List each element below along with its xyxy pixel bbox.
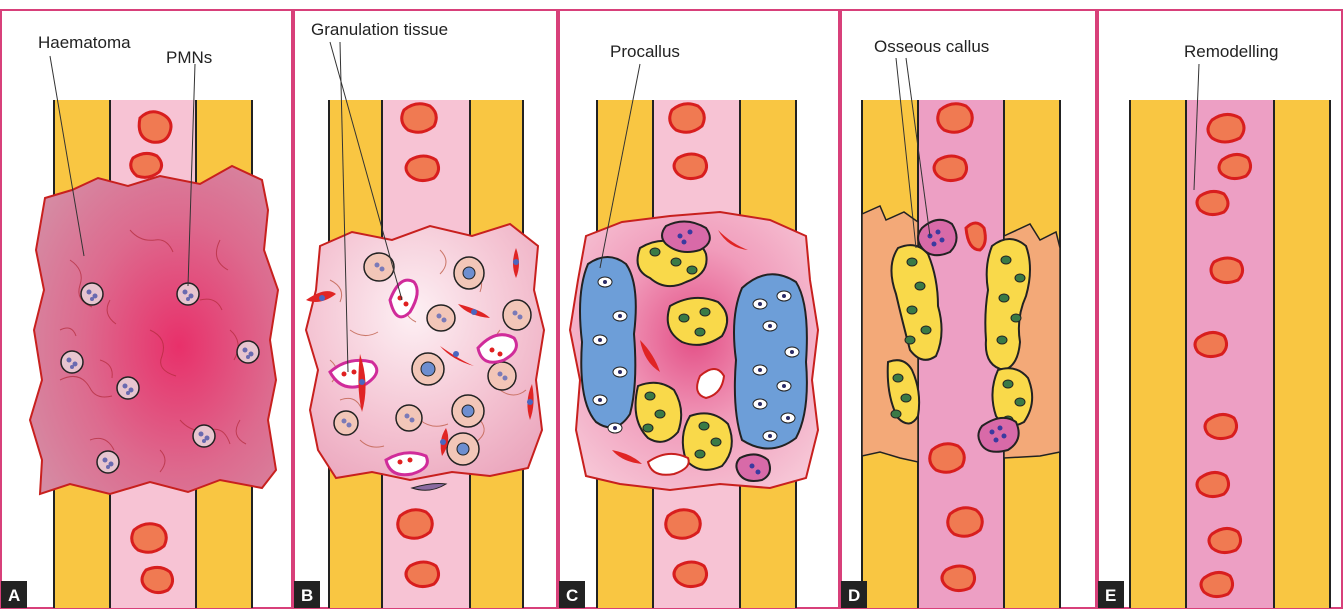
label-remodelling: Remodelling (1184, 42, 1279, 61)
panel-letter-a: A (8, 586, 20, 605)
panel-letter-b: B (301, 586, 313, 605)
panel-d: Osseous callus D (841, 10, 1096, 608)
panel-c: Procallus C (559, 10, 839, 608)
label-haematoma: Haematoma (38, 33, 131, 52)
panel-b: Granulation tissue B (294, 10, 557, 608)
label-pmns: PMNs (166, 48, 212, 67)
panel-a: Haematoma PMNs A (1, 10, 292, 608)
label-procallus: Procallus (610, 42, 680, 61)
panel-letter-d: D (848, 586, 860, 605)
panel-e: Remodelling E (1098, 10, 1342, 608)
label-granulation-tissue: Granulation tissue (311, 20, 448, 39)
panel-letter-e: E (1105, 586, 1116, 605)
panel-letter-c: C (566, 586, 578, 605)
label-osseous-callus: Osseous callus (874, 37, 989, 56)
